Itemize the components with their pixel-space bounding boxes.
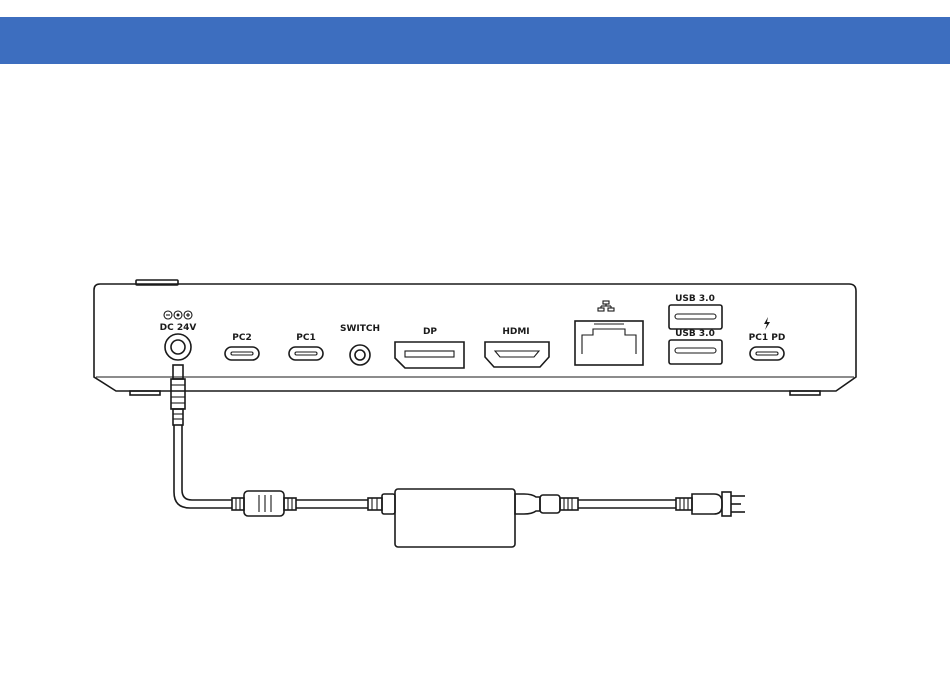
dc-polarity-icon (164, 311, 192, 319)
pc1-label: PC1 (296, 333, 315, 343)
dc-jack-outer (165, 334, 191, 360)
dock-body (94, 284, 856, 391)
network-icon (598, 301, 614, 311)
dc-in-port: DC 24V (160, 311, 197, 360)
ethernet-port (575, 301, 643, 365)
pc1-pd-label: PC1 PD (749, 333, 786, 343)
switch-label: SWITCH (340, 324, 380, 334)
power-adapter (395, 489, 515, 547)
dp-label: DP (423, 327, 437, 337)
displayport-port: DP (395, 327, 464, 368)
usb-top-label: USB 3.0 (675, 294, 715, 304)
ac-inlet-connector (515, 494, 540, 514)
pc2-port: PC2 (225, 333, 259, 360)
ferrite-choke (244, 491, 284, 516)
dc-plug-body (171, 379, 185, 409)
dock-foot-right (790, 391, 820, 395)
dc-in-label: DC 24V (160, 323, 197, 333)
docking-station (94, 280, 856, 395)
hdmi-port: HDMI (485, 327, 549, 367)
pc2-label: PC2 (232, 333, 251, 343)
ac-power-plug (692, 492, 745, 516)
pc1-pd-port: PC1 PD (749, 317, 786, 360)
dc-jack-inner (171, 340, 185, 354)
usb-bottom-label: USB 3.0 (675, 329, 715, 339)
switch-port: SWITCH (340, 324, 380, 365)
usb-a-port-top: USB 3.0 (669, 294, 722, 329)
usb-a-port-bottom: USB 3.0 (669, 329, 722, 364)
lightning-icon (764, 317, 770, 330)
ac-cable (515, 494, 692, 514)
dock-foot-left (130, 391, 160, 395)
dc-strain-relief (173, 409, 183, 425)
pc1-port: PC1 (289, 333, 323, 360)
dc-cable (171, 365, 395, 516)
hdmi-label: HDMI (502, 327, 529, 337)
